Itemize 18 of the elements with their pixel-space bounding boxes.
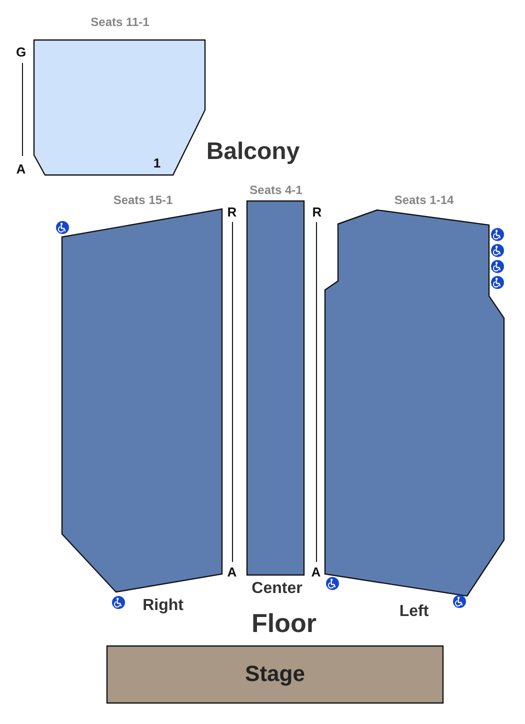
row-letter: A: [16, 162, 26, 176]
row-letter: R: [312, 206, 322, 218]
seat-range-label: Seats 11-1: [90, 16, 150, 28]
seat-range-label: Seats 15-1: [113, 194, 173, 206]
level-label: Floor: [252, 610, 316, 636]
level-label: Balcony: [206, 140, 300, 164]
section-name: Right: [142, 598, 184, 614]
seat-range-label: Seats 4-1: [250, 184, 302, 196]
section-name: Left: [399, 604, 429, 620]
section-name: Center: [252, 581, 302, 597]
seat-range-label: Seats 1-14: [394, 194, 454, 206]
row-letter: R: [227, 206, 237, 218]
row-letter: A: [311, 566, 321, 578]
seat-number: 1: [153, 156, 161, 170]
stage-block: [107, 646, 443, 703]
stage-label: Stage: [245, 663, 305, 685]
row-letter: G: [16, 46, 26, 58]
row-letter: A: [227, 566, 237, 578]
